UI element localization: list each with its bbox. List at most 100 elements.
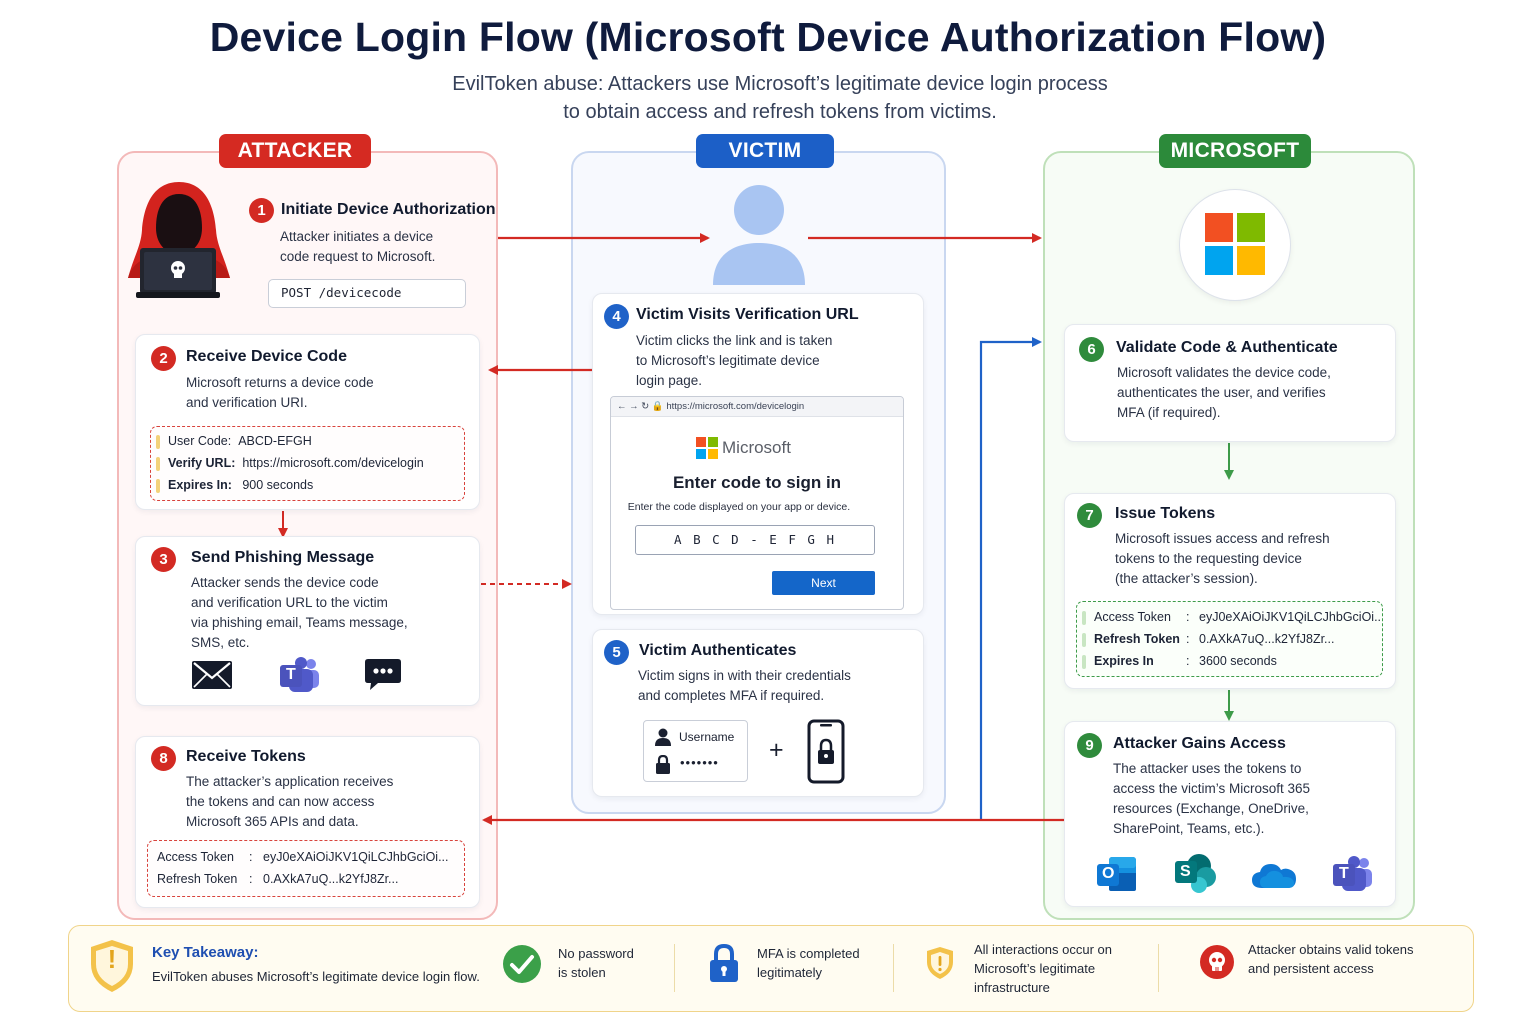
row-marker (1082, 632, 1086, 647)
refresh-token-value: 0.AXkA7uQ...k2YfJ8Zr... (1199, 632, 1335, 646)
step-7-number: 7 (1077, 503, 1102, 528)
step-8-title: Receive Tokens (186, 748, 306, 765)
arrow-victim-to-step6 (979, 337, 1042, 820)
step-8-description: The attacker’s application receives the … (186, 772, 393, 832)
plus-sign: + (769, 736, 784, 764)
user-code-label: User Code: (168, 434, 232, 448)
step-4-desc-line: login page. (636, 373, 703, 388)
expires-in-label: Expires In (1094, 654, 1154, 668)
browser-brand-name: Microsoft (722, 438, 791, 457)
step-6-card (1064, 324, 1396, 442)
step-3-description: Attacker sends the device code and verif… (191, 573, 408, 653)
sharepoint-icon-letter: S (1180, 863, 1191, 880)
step-1-desc-line: Attacker initiates a device (280, 229, 434, 244)
onedrive-icon (1252, 864, 1296, 888)
devicecode-request-box: POST /devicecode (268, 279, 466, 308)
takeaway-line: All interactions occur on (974, 942, 1113, 957)
row-marker (1082, 654, 1086, 669)
takeaway-divider (674, 944, 675, 992)
step-6-number: 6 (1079, 337, 1104, 362)
step-9-description: The attacker uses the tokens to access t… (1113, 759, 1310, 839)
reload-icon[interactable]: ↻ (641, 401, 650, 412)
browser-address-bar[interactable]: ← → ↻ 🔒 https://microsoft.com/devicelogi… (611, 397, 903, 417)
next-button[interactable]: Next (772, 571, 875, 595)
received-access-token-row: Access Token:eyJ0eXAiOiJKV1QiLCJhbGciOi.… (157, 850, 457, 864)
warning-shield-icon (91, 940, 133, 992)
lock-icon: 🔒 (651, 401, 664, 412)
step-4-title: Victim Visits Verification URL (636, 306, 859, 323)
received-refresh-token-row: Refresh Token:0.AXkA7uQ...k2YfJ8Zr... (157, 872, 457, 886)
access-token-label: Access Token (157, 850, 234, 864)
step-5-desc-line: Victim signs in with their credentials (638, 668, 851, 683)
issued-tokens-box (1076, 601, 1383, 677)
step-2-number: 2 (151, 346, 176, 371)
step-3-desc-line: via phishing email, Teams message, (191, 615, 408, 630)
sign-in-heading: Enter code to sign in (672, 473, 842, 492)
step-6-title: Validate Code & Authenticate (1116, 339, 1338, 356)
separator: : (1186, 632, 1190, 646)
issued-expires-row: Expires In:3600 seconds (1082, 654, 1380, 669)
warning-mark: ! (107, 944, 117, 974)
step-3-desc-line: SMS, etc. (191, 635, 250, 650)
teams-icon: T (279, 656, 321, 694)
back-icon[interactable]: ← (617, 401, 627, 412)
device-code-input[interactable]: A B C D - E F G H (635, 525, 875, 555)
step-3-desc-line: and verification URL to the victim (191, 595, 388, 610)
step-9-desc-line: The attacker uses the tokens to (1113, 761, 1302, 776)
subtitle-line-2: to obtain access and refresh tokens from… (563, 101, 997, 123)
step-3-number: 3 (151, 547, 176, 572)
outlook-icon: O (1097, 855, 1137, 893)
skull-icon (1200, 945, 1234, 979)
separator: : (1186, 610, 1190, 624)
browser-url: https://microsoft.com/devicelogin (666, 401, 805, 412)
row-marker (156, 456, 160, 471)
infrastructure-shield-icon (927, 947, 953, 979)
issued-access-token-row: Access Token:eyJ0eXAiOiJKV1QiLCJhbGciOi.… (1082, 610, 1380, 625)
step-2-desc-line: Microsoft returns a device code (186, 375, 374, 390)
step-7-desc-line: Microsoft issues access and refresh (1115, 531, 1330, 546)
step-6-desc-line: authenticates the user, and verifies (1117, 385, 1326, 400)
access-token-value: eyJ0eXAiOiJKV1QiLCJhbGciOi... (263, 850, 449, 864)
microsoft-logo-badge (1179, 189, 1291, 301)
verify-url-label: Verify URL: (168, 456, 236, 470)
row-marker (156, 478, 160, 493)
step-8-desc-line: the tokens and can now access (186, 794, 375, 809)
takeaway-line: and persistent access (1248, 961, 1374, 976)
takeaway-line: No password (558, 946, 634, 961)
row-marker (1082, 610, 1086, 625)
step-4-desc-line: to Microsoft’s legitimate device (636, 353, 820, 368)
step-7-desc-line: tokens to the requesting device (1115, 551, 1302, 566)
username-field[interactable]: Username (679, 730, 735, 744)
step-3-desc-line: Attacker sends the device code (191, 575, 379, 590)
forward-icon[interactable]: → (629, 401, 639, 412)
step-6-description: Microsoft validates the device code, aut… (1117, 363, 1331, 423)
password-field[interactable]: ••••••• (680, 755, 719, 770)
step-4-description: Victim clicks the link and is taken to M… (636, 331, 832, 391)
microsoft-logo-large-icon (1205, 213, 1265, 275)
step-4-desc-line: Victim clicks the link and is taken (636, 333, 833, 348)
email-icon (192, 661, 232, 689)
takeaway-mfa: MFA is completed legitimately (757, 944, 860, 982)
verify-url-value: https://microsoft.com/devicelogin (242, 456, 424, 470)
step-1-desc-line: code request to Microsoft. (280, 249, 436, 264)
attacker-column-label: ATTACKER (219, 134, 371, 168)
check-circle-icon (503, 945, 541, 983)
step-8-number: 8 (151, 746, 176, 771)
refresh-token-label: Refresh Token (157, 872, 238, 886)
user-code-row: User Code: ABCD-EFGH (156, 434, 312, 449)
takeaway-divider (893, 944, 894, 992)
sharepoint-icon: S (1175, 853, 1217, 893)
step-2-desc-line: and verification URI. (186, 395, 308, 410)
padlock-icon (656, 755, 670, 774)
step-9-desc-line: access the victim’s Microsoft 365 (1113, 781, 1311, 796)
received-tokens-box (147, 840, 465, 897)
step-9-title: Attacker Gains Access (1113, 735, 1286, 752)
step-1-description: Attacker initiates a device code request… (280, 227, 435, 267)
device-code-box (150, 426, 465, 501)
step-5-title: Victim Authenticates (639, 642, 797, 659)
sign-in-instruction: Enter the code displayed on your app or … (627, 501, 851, 513)
step-9-desc-line: SharePoint, Teams, etc.). (1113, 821, 1265, 836)
subtitle-line-1: EvilToken abuse: Attackers use Microsoft… (452, 73, 1108, 95)
step-9-desc-line: resources (Exchange, OneDrive, (1113, 801, 1309, 816)
step-4-number: 4 (604, 304, 629, 329)
